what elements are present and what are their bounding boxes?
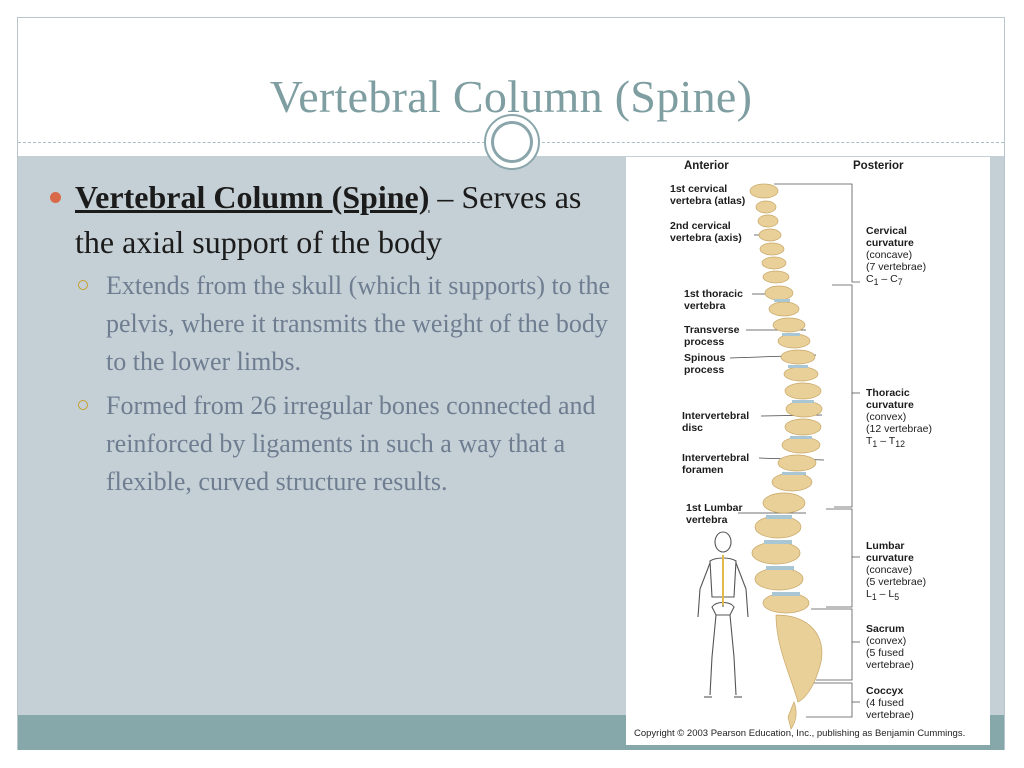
sub-bullet-text: Formed from 26 irregular bones connected… (106, 391, 596, 496)
sub-bullet: Formed from 26 irregular bones connected… (44, 387, 624, 501)
label-thoracic-curvature: Thoracic curvature (convex) (12 vertebra… (866, 387, 932, 450)
bullet-term: Vertebral Column (Spine) (75, 179, 430, 215)
sub-bullet: Extends from the skull (which it support… (44, 267, 624, 381)
bullet-text: Serves as the axial support of the body (75, 179, 582, 260)
spine-illustration (697, 183, 860, 730)
bullet-dash: – (429, 179, 462, 215)
label-cervical-curvature: Cervical curvature (concave) (7 vertebra… (866, 225, 927, 288)
main-bullet: Vertebral Column (Spine) – Serves as the… (44, 175, 624, 265)
ring-bullet-icon (78, 280, 88, 290)
label-sacrum: Sacrum (convex) (5 fused vertebrae) (866, 623, 914, 671)
slide-title: Vertebral Column (Spine) (269, 71, 753, 122)
figure-copyright: Copyright © 2003 Pearson Education, Inc.… (634, 728, 966, 739)
ring-bullet-icon (78, 400, 88, 410)
label-coccyx: Coccyx (4 fused vertebrae) (866, 685, 914, 721)
text-area: Vertebral Column (Spine) – Serves as the… (44, 175, 624, 501)
bullet-dot-icon (50, 192, 61, 203)
anterior-label: Anterior (684, 160, 729, 172)
label-lumbar-curvature: Lumbar curvature (concave) (5 vertebrae)… (866, 540, 927, 603)
posterior-label: Posterior (853, 160, 904, 172)
circle-ornament-icon (484, 114, 540, 170)
sub-bullet-text: Extends from the skull (which it support… (106, 271, 611, 376)
